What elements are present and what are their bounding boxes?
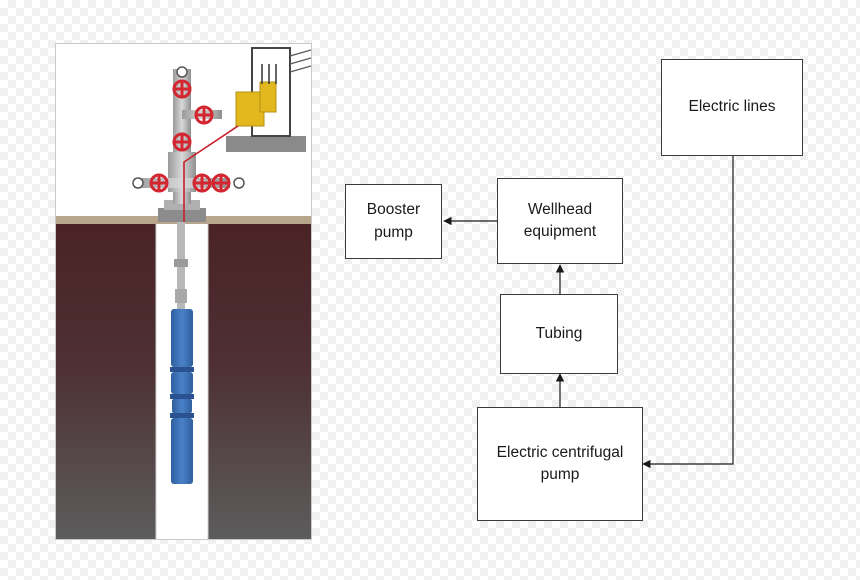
node-wellhead-equipment-label: Wellhead equipment (523, 200, 597, 240)
node-booster-pump: Booster pump (345, 184, 442, 259)
node-electric-lines-label: Electric lines (688, 98, 776, 116)
esp-pump (170, 309, 194, 484)
arrow-electric-lines-to-esp (642, 155, 734, 469)
node-electric-lines: Electric lines (661, 59, 803, 156)
wellhead-base (158, 208, 206, 222)
node-tubing: Tubing (500, 294, 618, 374)
node-tubing-label: Tubing (535, 324, 583, 342)
esp-well-illustration (55, 43, 312, 540)
node-wellhead-equipment: Wellhead equipment (497, 178, 623, 264)
valve-icons (149, 79, 231, 193)
control-panel (226, 47, 311, 152)
node-booster-pump-label: Booster pump (366, 201, 421, 241)
node-electric-centrifugal-pump: Electric centrifugal pump (477, 407, 643, 521)
node-electric-centrifugal-pump-label: Electric centrifugal pump (496, 443, 624, 483)
